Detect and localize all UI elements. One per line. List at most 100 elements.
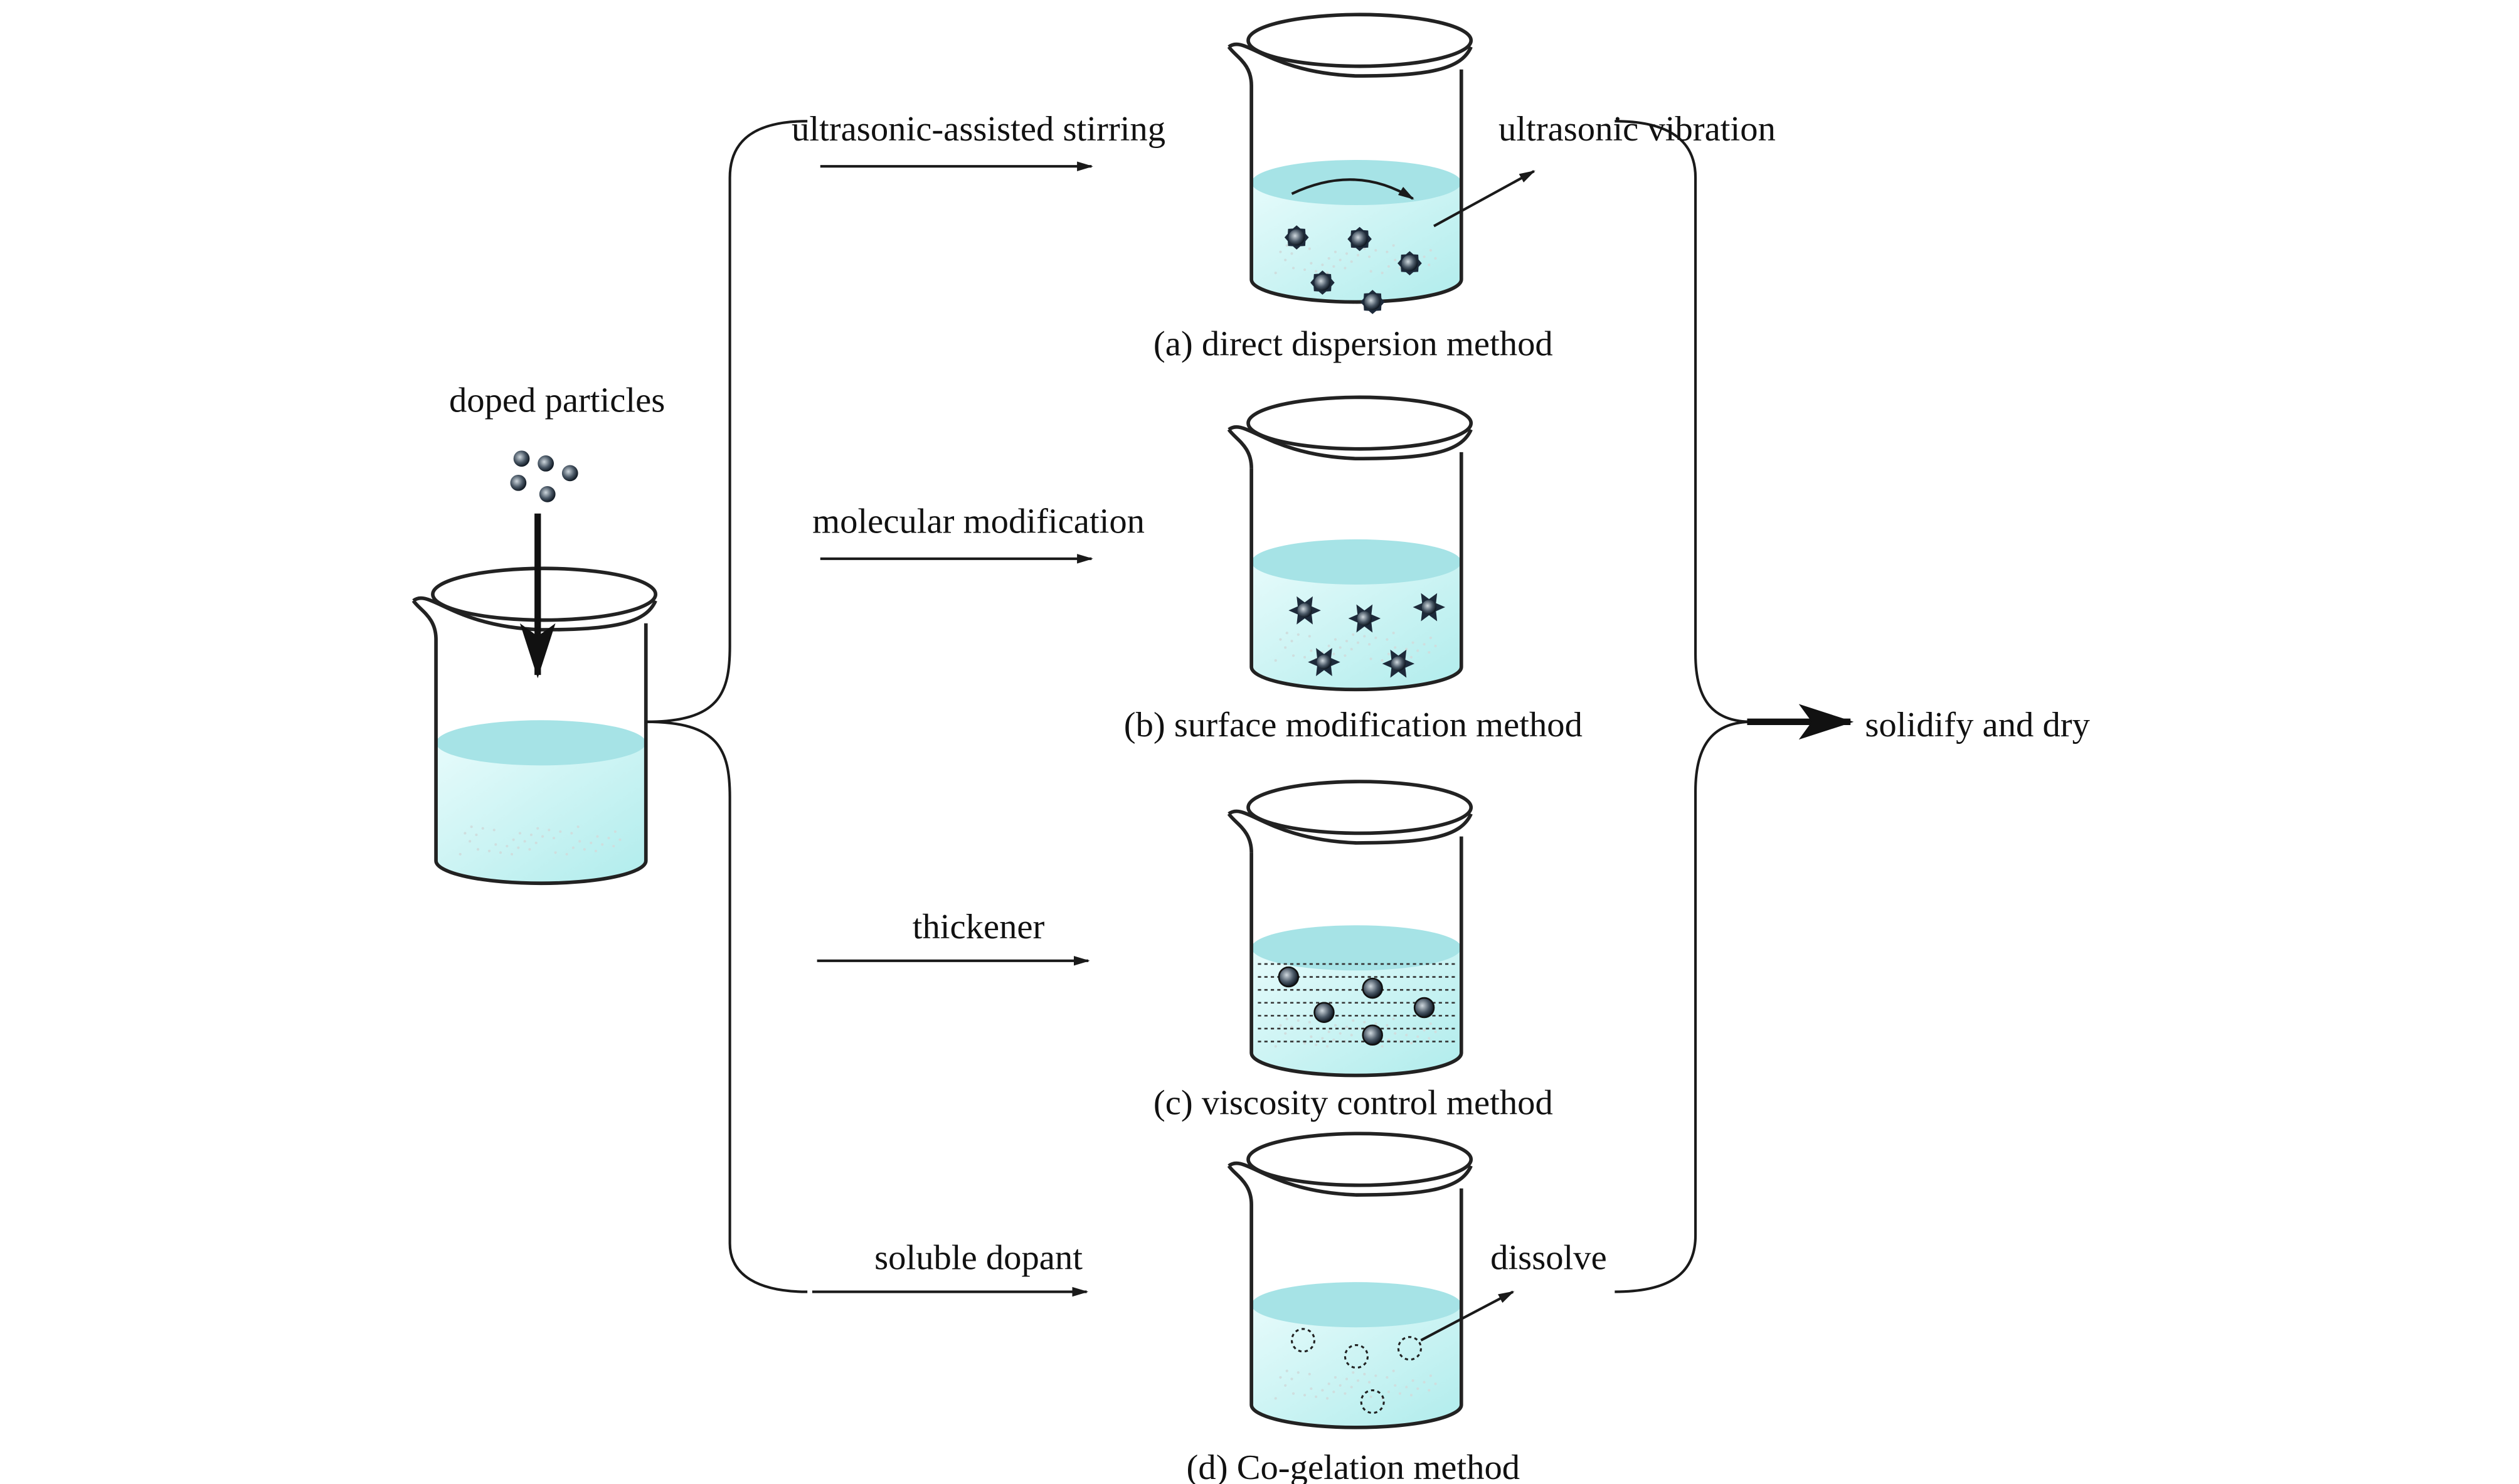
sediment-dot [1339, 1032, 1342, 1035]
sediment-dot [1303, 655, 1307, 659]
sediment-dot [1315, 270, 1318, 273]
sediment-dot [528, 848, 531, 851]
dissolved-particle [1290, 1328, 1316, 1353]
sediment-dot [1292, 1392, 1295, 1395]
sediment-dot [1332, 1391, 1335, 1394]
sediment-dot [1423, 643, 1426, 646]
liquid-surface [1251, 925, 1461, 971]
sediment-dot [1416, 1387, 1419, 1391]
sediment-dot [1416, 649, 1419, 652]
sediment-dot [590, 841, 593, 844]
sediment-dot [1350, 1034, 1353, 1037]
beaker-a [1227, 13, 1473, 314]
beaker-spout [1227, 1161, 1473, 1205]
sediment-dot [1326, 1397, 1329, 1400]
sediment-dot [1387, 652, 1391, 655]
sediment-dot [1423, 255, 1426, 258]
sediment-dot [1285, 632, 1288, 635]
sediment-dot [464, 832, 467, 835]
sediment-dot [1405, 1034, 1408, 1037]
beaker-wall [1249, 69, 1463, 304]
sediment-dot [499, 851, 502, 854]
sediment-dot [469, 840, 472, 843]
sediment-dot [1394, 1384, 1397, 1387]
sediment-dot [1290, 1377, 1293, 1381]
sediment-dot [576, 825, 580, 829]
particle [1288, 596, 1321, 625]
sediment-dot [476, 848, 480, 851]
beaker-rim [431, 566, 658, 622]
liquid [1251, 1305, 1461, 1428]
beaker-b [1227, 395, 1473, 692]
particle [1313, 1002, 1335, 1023]
sediment-dot [481, 827, 484, 830]
sediment-dot [1350, 647, 1353, 651]
sediment-dot [1297, 1019, 1300, 1022]
sediment-dot [1369, 657, 1372, 660]
sediment-dot [1339, 646, 1342, 649]
beaker-spout [1227, 809, 1473, 853]
sediment-dot [523, 840, 526, 843]
sediment-dot [1285, 1369, 1288, 1372]
sediment-dot [1303, 1394, 1307, 1397]
caption-a: (a) direct dispersion method [1153, 324, 1553, 363]
sediment-dot [1367, 255, 1371, 258]
stirring-arrow [1291, 178, 1414, 200]
sediment-dot [1434, 644, 1437, 647]
sediment-dot [1381, 272, 1384, 275]
process-label-a: ultrasonic-assisted stirring [792, 110, 1165, 149]
sediment-dot [1398, 1392, 1402, 1395]
sediment-dot [1274, 272, 1277, 275]
sediment-dot [613, 830, 617, 833]
annotation-ultrasonic-vibration: ultrasonic vibration [1498, 110, 1776, 149]
beaker-c [1227, 780, 1473, 1078]
liquid [436, 743, 646, 884]
sediment-dot [1274, 1397, 1277, 1400]
beaker-spout [1227, 425, 1473, 469]
sediment-dot [1350, 260, 1353, 263]
particle [1413, 997, 1435, 1019]
sediment-dot [1345, 1377, 1349, 1381]
particle [1308, 648, 1340, 676]
sediment-dot [554, 851, 557, 854]
sediment-dot [1374, 249, 1377, 252]
sediment-dot [1392, 632, 1395, 635]
liquid-surface [1251, 159, 1461, 206]
particle [539, 485, 556, 502]
sediment-dot [1310, 1035, 1313, 1038]
sediment-dot [534, 841, 538, 844]
sediment-dot [1367, 1381, 1371, 1384]
annotation-dissolve: dissolve [1490, 1239, 1607, 1278]
sediment-dot [512, 838, 515, 841]
sediment-dot [1409, 1394, 1413, 1397]
particle [1348, 604, 1381, 633]
sediment-dot [583, 848, 586, 851]
sediment-dot [1429, 249, 1432, 252]
sediment-dot [1405, 647, 1408, 651]
sediment-dot [552, 837, 556, 840]
sediment-dot [1327, 257, 1330, 260]
sediment-dot [1308, 635, 1311, 638]
particle [513, 450, 530, 467]
sediment-dot [475, 833, 478, 837]
beaker-rim [1246, 780, 1473, 835]
sediment-dot [1284, 646, 1287, 649]
dissolved-particle [1397, 1336, 1422, 1361]
sediment-dot [1345, 640, 1349, 643]
sediment-dot [1392, 1369, 1395, 1372]
sediment-dot [1339, 1384, 1342, 1387]
sediment-dot [1334, 638, 1337, 641]
liquid-surface [1251, 1282, 1461, 1328]
sediment-dot [1321, 1389, 1324, 1392]
dissolve-pointer [1420, 1290, 1515, 1342]
sediment-dot [541, 835, 544, 838]
sediment-dot [1344, 1392, 1347, 1395]
particle [1360, 290, 1385, 314]
sediment-dot [1290, 252, 1293, 255]
sediment-dot [1345, 1026, 1349, 1029]
sediment-dot [1394, 646, 1397, 649]
sediment-dot [612, 844, 615, 848]
sediment-dot [1310, 262, 1313, 265]
sediment-dot [1303, 1042, 1307, 1045]
